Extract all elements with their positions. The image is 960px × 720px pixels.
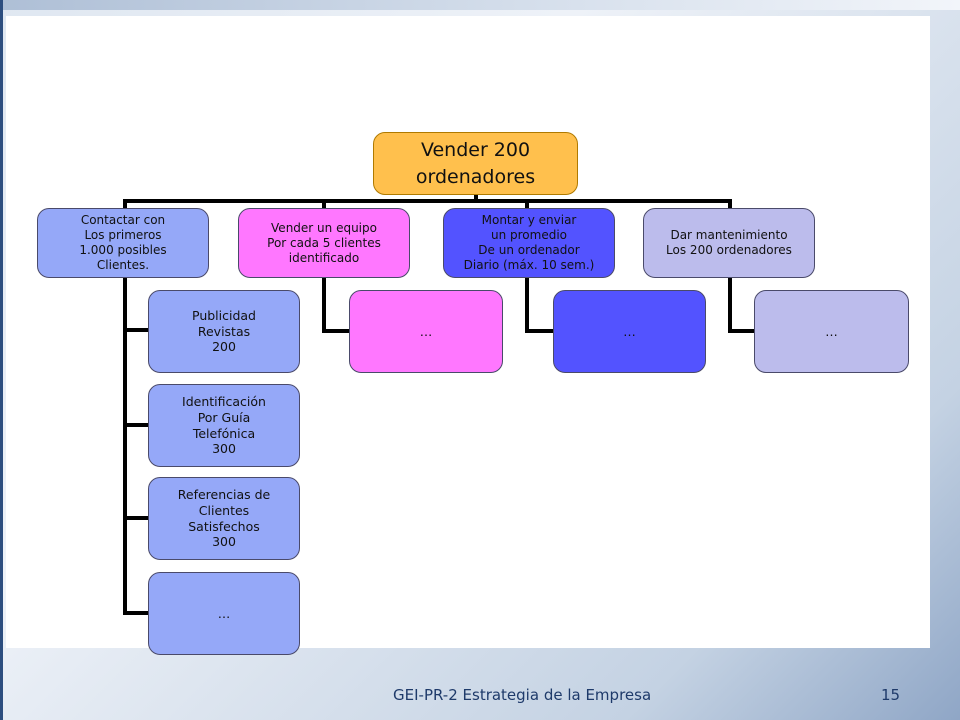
connector-branch-3-drop — [525, 199, 529, 209]
leaf-node-advertising: Publicidad Revistas 200 — [148, 290, 300, 373]
branch-node-assemble: Montar y enviar un promedio De un ordena… — [443, 208, 615, 278]
connector-branch-2-drop — [322, 199, 326, 209]
connector-branch-1-child-1 — [123, 328, 148, 332]
footer-title: GEI-PR-2 Estrategia de la Empresa — [393, 686, 652, 704]
branch-node-maintain: Dar mantenimiento Los 200 ordenadores — [643, 208, 815, 278]
leaf-node-referrals: Referencias de Clientes Satisfechos 300 — [148, 477, 300, 560]
branch-node-sell: Vender un equipo Por cada 5 clientes ide… — [238, 208, 410, 278]
connector-level1-bar — [123, 199, 732, 203]
page-number: 15 — [881, 686, 901, 704]
branch-node-contact: Contactar con Los primeros 1.000 posible… — [37, 208, 209, 278]
connector-branch-1-child-2 — [123, 423, 148, 427]
root-node: Vender 200 ordenadores — [373, 132, 578, 195]
leaf-node-more-contact: … — [148, 572, 300, 655]
leaf-node-more-sell: … — [349, 290, 503, 373]
leaf-node-phone-guide: Identificación Por Guía Telefónica 300 — [148, 384, 300, 467]
connector-branch-2-spine — [322, 278, 326, 333]
connector-branch-4-spine — [728, 278, 732, 333]
connector-branch-4-drop — [728, 199, 732, 209]
connector-branch-3-spine — [525, 278, 529, 333]
slide-left-rule — [0, 0, 3, 720]
connector-branch-1-child-4 — [123, 611, 148, 615]
connector-branch-1-child-3 — [123, 516, 148, 520]
connector-branch-1-drop — [123, 199, 127, 209]
connector-branch-1-spine — [123, 278, 127, 615]
connector-branch-2-child-1 — [322, 329, 349, 333]
connector-branch-3-child-1 — [525, 329, 553, 333]
connector-branch-4-child-1 — [728, 329, 754, 333]
slide-top-bar — [0, 0, 960, 10]
leaf-node-more-maintain: … — [754, 290, 909, 373]
leaf-node-more-assemble: … — [553, 290, 706, 373]
